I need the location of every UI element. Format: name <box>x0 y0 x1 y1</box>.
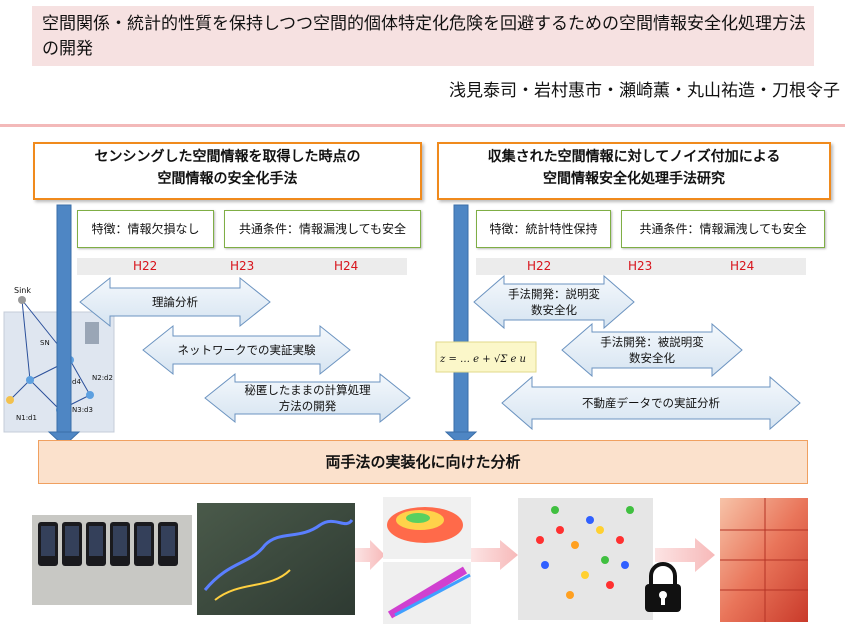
right-year-bar <box>476 258 806 275</box>
noise-formula: z = … e + √Σ e u <box>435 341 537 373</box>
left-year-h23: H23 <box>230 259 255 273</box>
right-feature-box: 特徴：統計特性保持 <box>476 210 611 248</box>
left-heading-box: センシングした空間情報を取得した時点の 空間情報の安全化手法 <box>33 142 422 200</box>
right-heading-box: 収集された空間情報に対してノイズ付加による 空間情報安全化処理手法研究 <box>437 142 831 200</box>
svg-text:SN: SN <box>40 339 50 347</box>
svg-text:N3:d3: N3:d3 <box>72 406 93 414</box>
right-task-arrow-1 <box>473 274 635 330</box>
right-task-3-label: 不動産データでの実証分析 <box>582 396 720 410</box>
title-banner <box>32 6 814 66</box>
left-task-2-label: ネットワークでの実証実験 <box>177 343 316 357</box>
right-task-arrow-3 <box>501 375 801 431</box>
svg-text:z = … e + √Σ e u: z = … e + √Σ e u <box>439 354 526 365</box>
svg-text:Sink: Sink <box>14 286 31 295</box>
heatmap-images <box>383 497 471 624</box>
right-year-h22: H22 <box>527 259 552 273</box>
right-year-h23: H23 <box>628 259 653 273</box>
smartphones-photo <box>32 515 192 605</box>
safe-deposit-image <box>720 498 808 622</box>
left-feature-box: 特徴：情報欠損なし <box>77 210 214 248</box>
right-task-2-label: 手法開発：被説明変 数安全化 <box>600 335 704 365</box>
implementation-analysis-bar: 両手法の実装化に向けた分析 <box>38 440 808 484</box>
left-vertical-arrow <box>47 204 81 447</box>
left-task-1-label: 理論分析 <box>152 295 198 309</box>
left-year-bar <box>77 258 407 275</box>
right-vertical-arrow <box>444 204 478 447</box>
svg-text:N1:d1: N1:d1 <box>16 414 37 422</box>
left-year-h22: H22 <box>133 259 158 273</box>
svg-text:N2:d2: N2:d2 <box>92 374 113 382</box>
right-task-arrow-2 <box>561 322 743 378</box>
left-condition-box: 共通条件：情報漏洩しても安全 <box>224 210 421 248</box>
divider-line <box>0 124 845 127</box>
property-points-map <box>518 498 653 620</box>
right-year-h24: H24 <box>730 259 755 273</box>
right-condition-box: 共通条件：情報漏洩しても安全 <box>621 210 825 248</box>
left-task-3-label: 秘匿したままの計算処理 方法の開発 <box>244 383 371 413</box>
left-task-arrow-3 <box>204 372 411 424</box>
left-task-arrow-2 <box>142 324 351 376</box>
left-year-h24: H24 <box>334 259 359 273</box>
page-title: 空間関係・統計的性質を保持しつつ空間的個体特定化危険を回避するための空間情報安全… <box>42 14 806 59</box>
authors: 浅見泰司・岩村惠市・瀬崎薫・丸山祐造・刀根令子 <box>449 81 840 101</box>
left-task-arrow-1 <box>79 276 271 328</box>
lock-icon <box>645 562 681 612</box>
satellite-trace-map <box>197 503 355 615</box>
right-task-1-label: 手法開発：説明変 数安全化 <box>508 287 600 317</box>
